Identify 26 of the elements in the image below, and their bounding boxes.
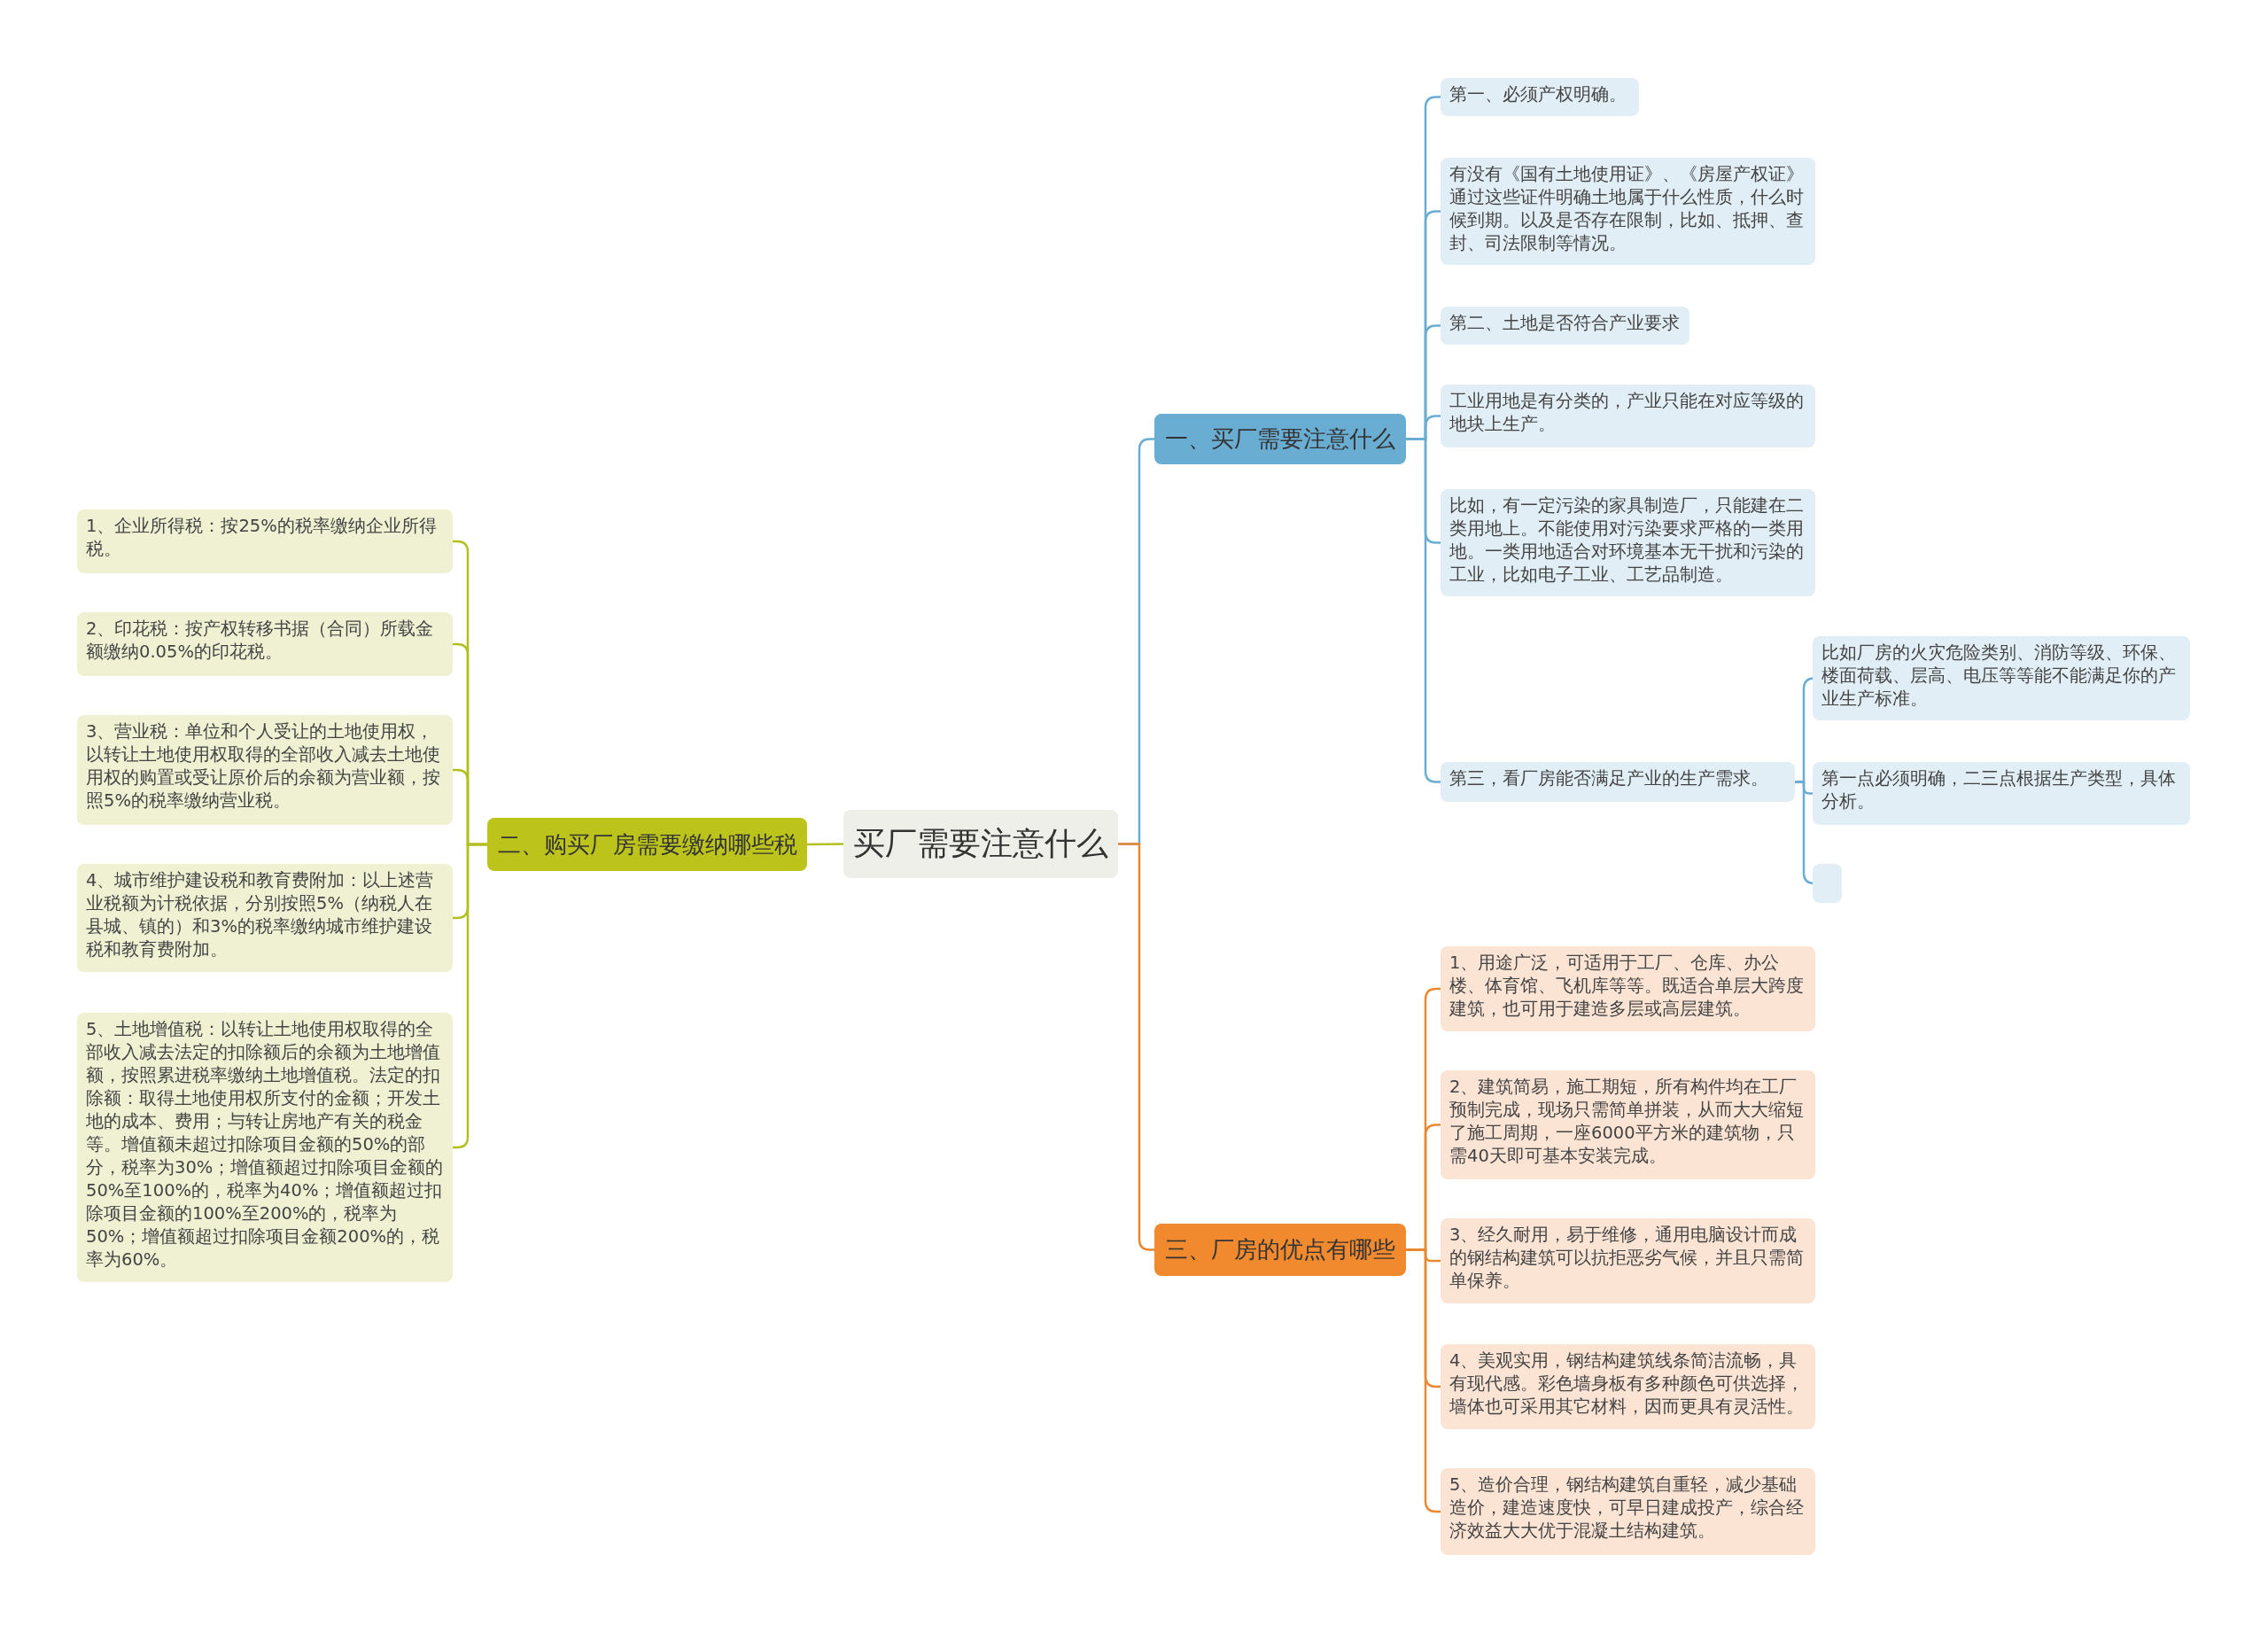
note-box: 5、土地增值税：以转让土地使用权取得的全部收入减去法定的扣除额后的余额为土地增值额，按照累进税率缴纳土地增值税。法定的扣除额：取得土地使用权所支付的金额；开发土地的成本、费用；与转让房地产有关的税金等。增值额未超过扣除项目金额的50%的部分，税率为30%；增值额超过扣除项目金额的50%至100%的，税率为40%；增值额超过扣除项目金额的100%至200%的，税率为50%；增值额超过扣除项目金额200%的，税率为60%。 bbox=[77, 1013, 453, 1282]
note-box: 工业用地是有分类的，产业只能在对应等级的地块上生产。 bbox=[1441, 385, 1815, 447]
note-box: 比如，有一定污染的家具制造厂，只能建在二类用地上。不能使用对污染要求严格的一类用地。一类用地适合对环境基本无干扰和污染的工业，比如电子工业、工艺品制造。 bbox=[1441, 489, 1815, 596]
connector-line bbox=[1406, 438, 1441, 783]
note-box: 第三，看厂房能否满足产业的生产需求。 bbox=[1441, 762, 1795, 802]
connector-line bbox=[1406, 1248, 1441, 1513]
note-box: 4、城市维护建设税和教育费附加：以上述营业税额为计税依据，分别按照5%（纳税人在县城、镇的）和3%的税率缴纳城市维护建设税和教育费附加。 bbox=[77, 864, 453, 972]
note-box: 第一点必须明确，二三点根据生产类型，具体分析。 bbox=[1813, 762, 2190, 825]
note-box: 2、建筑简易，施工期短，所有构件均在工厂预制完成，现场只需简单拼装，从而大大缩短了施工周期，一座6000平方米的建筑物，只需40天即可基本安装完成。 bbox=[1441, 1070, 1815, 1179]
central-topic-box: 买厂需要注意什么 bbox=[843, 810, 1118, 878]
note-box: 1、企业所得税：按25%的税率缴纳企业所得税。 bbox=[77, 509, 453, 573]
topic-box: 三、厂房的优点有哪些 bbox=[1154, 1224, 1406, 1276]
note-box: 有没有《国有土地使用证》、《房屋产权证》通过这些证件明确土地属于什么性质，什么时候到期。以及是否存在限制，比如、抵押、查封、司法限制等情况。 bbox=[1441, 158, 1815, 265]
topic-box: 一、买厂需要注意什么 bbox=[1154, 414, 1406, 464]
note-box: 比如厂房的火灾危险类别、消防等级、环保、楼面荷载、层高、电压等等能不能满足你的产业生产标准。 bbox=[1813, 636, 2190, 720]
note-box: 1、用途广泛，可适用于工厂、仓库、办公楼、体育馆、飞机库等等。既适合单层大跨度建筑，也可用于建造多层或高层建筑。 bbox=[1441, 946, 1815, 1031]
note-box: 第一、必须产权明确。 bbox=[1441, 78, 1639, 116]
connector-line bbox=[807, 843, 843, 846]
note-box: 3、经久耐用，易于维修，通用电脑设计而成的钢结构建筑可以抗拒恶劣气候，并且只需简单保养。 bbox=[1441, 1218, 1815, 1303]
topic-box: 二、购买厂房需要缴纳哪些税 bbox=[487, 818, 807, 871]
note-box: 4、美观实用，钢结构建筑线条简洁流畅，具有现代感。彩色墙身板有多种颜色可供选择，墙体也可采用其它材料，因而更具有灵活性。 bbox=[1441, 1344, 1815, 1429]
note-box: 第二、土地是否符合产业要求 bbox=[1441, 307, 1689, 345]
note-box: 2、印花税：按产权转移书据（合同）所载金额缴纳0.05%的印花税。 bbox=[77, 612, 453, 676]
note-box: 5、造价合理，钢结构建筑自重轻，减少基础造价，建造速度快，可早日建成投产，综合经济效益大大优于混凝土结构建筑。 bbox=[1441, 1468, 1815, 1555]
note-box: 3、营业税：单位和个人受让的土地使用权，以转让土地使用权取得的全部收入减去土地使用权的购置或受让原价后的余额为营业额，按照5%的税率缴纳营业税。 bbox=[77, 715, 453, 825]
empty-box bbox=[1813, 864, 1842, 903]
